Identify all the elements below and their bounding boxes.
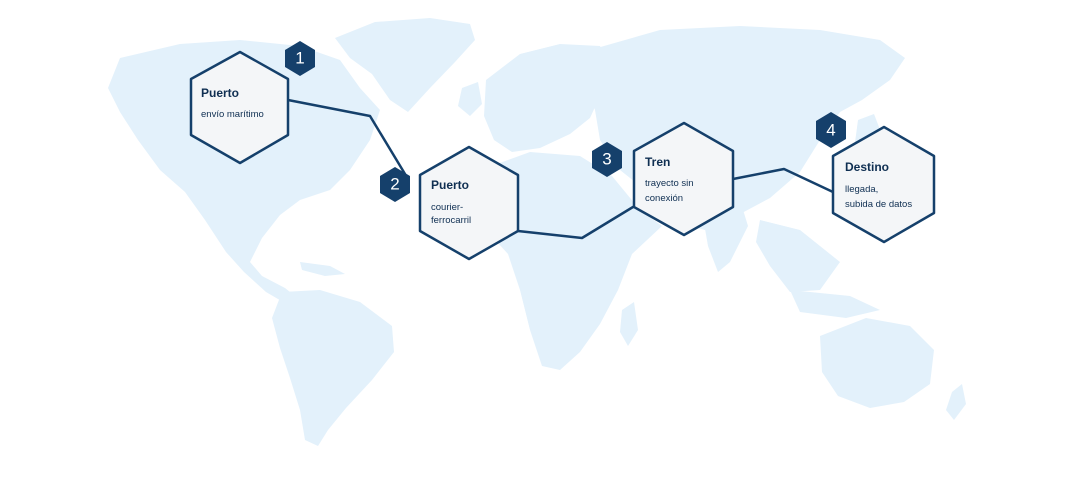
- step-title: Puerto: [201, 86, 239, 100]
- step-hexagon: [189, 50, 290, 165]
- step-description-line: ferrocarril: [431, 215, 471, 226]
- step-hexagon: [632, 121, 735, 237]
- step-description-line: trayecto sin: [645, 178, 694, 189]
- step-3: Tren trayecto sin conexión 3: [592, 121, 735, 237]
- step-number: 3: [602, 150, 611, 169]
- map-caribbean: [300, 262, 345, 276]
- map-africa: [474, 152, 662, 370]
- step-description-line: courier-: [431, 202, 463, 213]
- map-australia: [820, 318, 934, 408]
- step-hexagon: [418, 145, 520, 261]
- step-title: Tren: [645, 155, 670, 169]
- map-indonesia: [790, 290, 880, 318]
- step-description-line: subida de datos: [845, 199, 912, 210]
- step-1: Puerto envío marítimo 1: [189, 41, 315, 165]
- connector-2-3: [516, 205, 635, 240]
- map-madagascar: [620, 302, 638, 346]
- step-number: 4: [826, 121, 835, 140]
- map-new-zealand: [946, 384, 966, 420]
- map-south-america: [272, 290, 394, 446]
- step-number: 1: [295, 49, 304, 68]
- map-southeast-asia: [756, 220, 840, 292]
- map-europe: [484, 44, 612, 152]
- connector-1-2: [286, 98, 407, 176]
- step-number-badge: [816, 112, 846, 148]
- step-number-badge: [285, 41, 315, 76]
- map-greenland: [335, 18, 475, 112]
- step-number-badge: [592, 142, 622, 177]
- step-description-line: conexión: [645, 193, 683, 204]
- step-4: Destino llegada, subida de datos 4: [816, 112, 936, 244]
- map-uk: [458, 82, 482, 116]
- step-number-badge: [380, 167, 410, 202]
- step-title: Puerto: [431, 178, 469, 192]
- step-2: Puerto courier- ferrocarril 2: [380, 145, 520, 261]
- map-north-america: [108, 40, 380, 306]
- step-description-line: llegada,: [845, 184, 878, 195]
- step-hexagon: [831, 125, 936, 244]
- connector-3-4: [731, 167, 835, 194]
- route-connectors: [286, 98, 835, 240]
- step-description-line: envío marítimo: [201, 109, 264, 120]
- step-number: 2: [390, 175, 399, 194]
- step-title: Destino: [845, 160, 889, 174]
- world-map: [108, 18, 966, 446]
